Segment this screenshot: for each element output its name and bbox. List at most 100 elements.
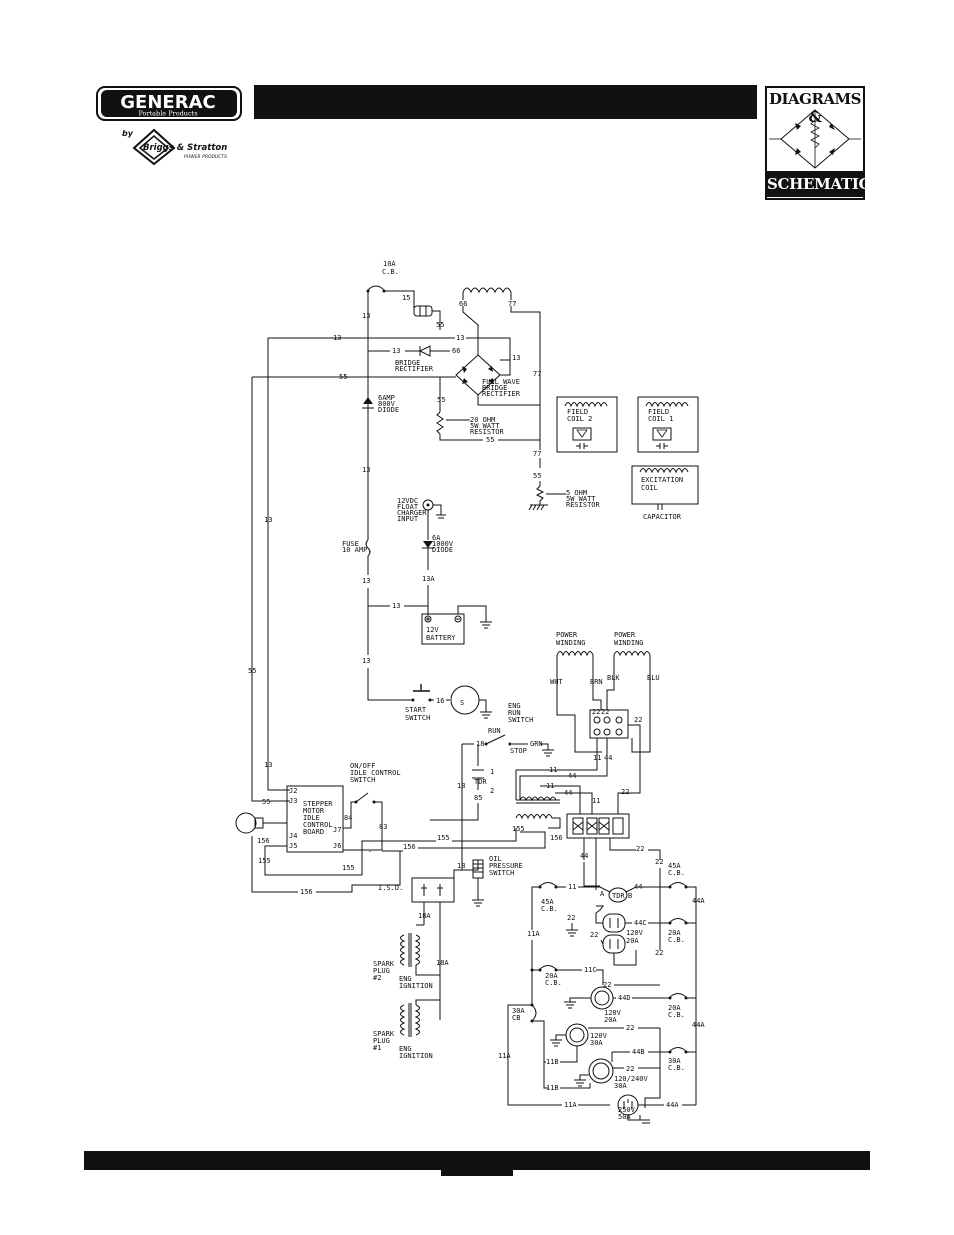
label-w11c: 11: [546, 782, 554, 790]
winding-terminal-block: [589, 709, 629, 739]
label-r120v20b1: 120V: [604, 1009, 622, 1017]
label-w44c: 44: [564, 789, 572, 797]
label-j3: J3: [289, 797, 297, 805]
label-fwb2: BRIDGE: [482, 384, 507, 392]
label-fuse2: 10 AMP: [342, 546, 367, 554]
label-spark1a: SPARK: [373, 1030, 395, 1038]
label-res2b: 5W WATT: [566, 495, 596, 503]
idle-control-switch: [355, 792, 369, 803]
label-fuse1: FUSE: [342, 540, 359, 548]
label-spark2b: PLUG: [373, 967, 390, 975]
label-tdr2: 2: [490, 787, 494, 795]
label-cb20c2: C.B.: [668, 1011, 685, 1019]
circuit-breaker-10a: [366, 285, 386, 293]
label-w22j: 22: [603, 981, 611, 989]
label-grn: GRN: [530, 740, 543, 748]
label-w13h: 13: [362, 466, 370, 474]
label-w156b: 156: [300, 888, 313, 896]
label-start1: START: [405, 706, 427, 714]
label-ign2b: IGNITION: [399, 1052, 433, 1060]
label-w13d: 13: [512, 354, 520, 362]
resistor-20ohm: [436, 411, 444, 435]
label-w156c: 156: [403, 843, 416, 851]
label-diode1b: 800V: [378, 400, 396, 408]
label-tdrB: B: [628, 892, 632, 900]
label-w11C: 11C: [584, 966, 597, 974]
label-wht: WHT: [550, 678, 563, 686]
label-w11B2: 11B: [546, 1084, 559, 1092]
label-w22e: 22: [636, 845, 644, 853]
label-cb20a2: C.B.: [668, 936, 685, 944]
label-tdr-relay: TDR: [612, 892, 625, 900]
brand-name: GENERAC: [120, 92, 215, 113]
label-battery1: 12V: [426, 626, 439, 634]
label-w44A2: 44A: [692, 1021, 705, 1029]
label-blk: BLK: [607, 674, 620, 682]
label-w44C: 44C: [634, 919, 647, 927]
label-w13e: 13: [264, 516, 272, 524]
label-r120v20a2: 20A: [626, 937, 639, 945]
label-w13b: 13: [333, 334, 341, 342]
label-excit2: COIL: [641, 484, 658, 492]
label-diode2b: 1000V: [432, 540, 454, 548]
label-w13g: 13: [392, 347, 400, 355]
main-terminal-strip: [566, 813, 630, 839]
badge-title-bottom: SCHEMATICS: [767, 171, 881, 197]
diode-6amp: [363, 397, 373, 404]
footer-page-tab: [441, 1151, 513, 1176]
label-battery2: BATTERY: [426, 634, 456, 642]
label-w77b: 77: [533, 370, 541, 378]
label-w22g: 22: [567, 914, 575, 922]
excitation-coil: [631, 465, 699, 505]
label-res1a: 20 OHM: [470, 416, 495, 424]
label-ign1a: ENG: [399, 975, 412, 983]
circuit-breaker-30a-right: [669, 1047, 687, 1052]
label-w11b: 11: [549, 766, 557, 774]
label-w22h: 22: [590, 931, 598, 939]
label-w18A2: 18A: [436, 959, 449, 967]
label-w55b: 55: [339, 373, 347, 381]
label-w77: 77: [508, 300, 516, 308]
label-pw1a: POWER: [556, 631, 578, 639]
rotor-coil: [462, 287, 512, 294]
label-w18a: 18: [476, 740, 484, 748]
label-capacitor: CAPACITOR: [643, 513, 682, 521]
label-w84: 84: [344, 814, 352, 822]
label-oil3: SWITCH: [489, 869, 514, 877]
label-w155b: 155: [342, 864, 355, 872]
label-cb45b1: 45A: [668, 862, 681, 870]
label-step5: BOARD: [303, 828, 324, 836]
battery-12v: [421, 613, 465, 645]
label-w22l: 22: [626, 1065, 634, 1073]
label-j7: J7: [333, 826, 341, 834]
label-pw2a: POWER: [614, 631, 636, 639]
label-w13A: 13A: [422, 575, 435, 583]
label-res2c: RESISTOR: [566, 501, 601, 509]
label-w13c: 13: [456, 334, 464, 342]
diode-6a: [423, 541, 433, 548]
label-run: RUN: [488, 727, 501, 735]
label-r240a: 120/240V: [614, 1075, 649, 1083]
label-diode2c: DIODE: [432, 546, 453, 554]
label-w55f: 55: [533, 472, 541, 480]
label-cb20c1: 20A: [668, 1004, 681, 1012]
label-step2: MOTOR: [303, 807, 325, 815]
label-w77c: 77: [533, 450, 541, 458]
label-w44d: 44: [580, 852, 588, 860]
label-oil1: OIL: [489, 855, 502, 863]
label-onoff3: SWITCH: [350, 776, 375, 784]
label-w44D: 44D: [618, 994, 631, 1002]
label-w66b: 66: [452, 347, 460, 355]
label-j4: J4: [289, 832, 297, 840]
label-w22c: 22: [634, 716, 642, 724]
label-w16: 16: [436, 697, 444, 705]
label-field1b: COIL 1: [648, 415, 673, 423]
label-w11e: 11: [568, 883, 576, 891]
label-cb45a1: 45A: [541, 898, 554, 906]
stepper-motor-board: [286, 785, 344, 853]
label-w156a: 156: [257, 837, 270, 845]
label-isd: I.S.D.: [378, 884, 403, 892]
label-onoff2: IDLE CONTROL: [350, 769, 401, 777]
label-w11B1: 11B: [546, 1058, 559, 1066]
